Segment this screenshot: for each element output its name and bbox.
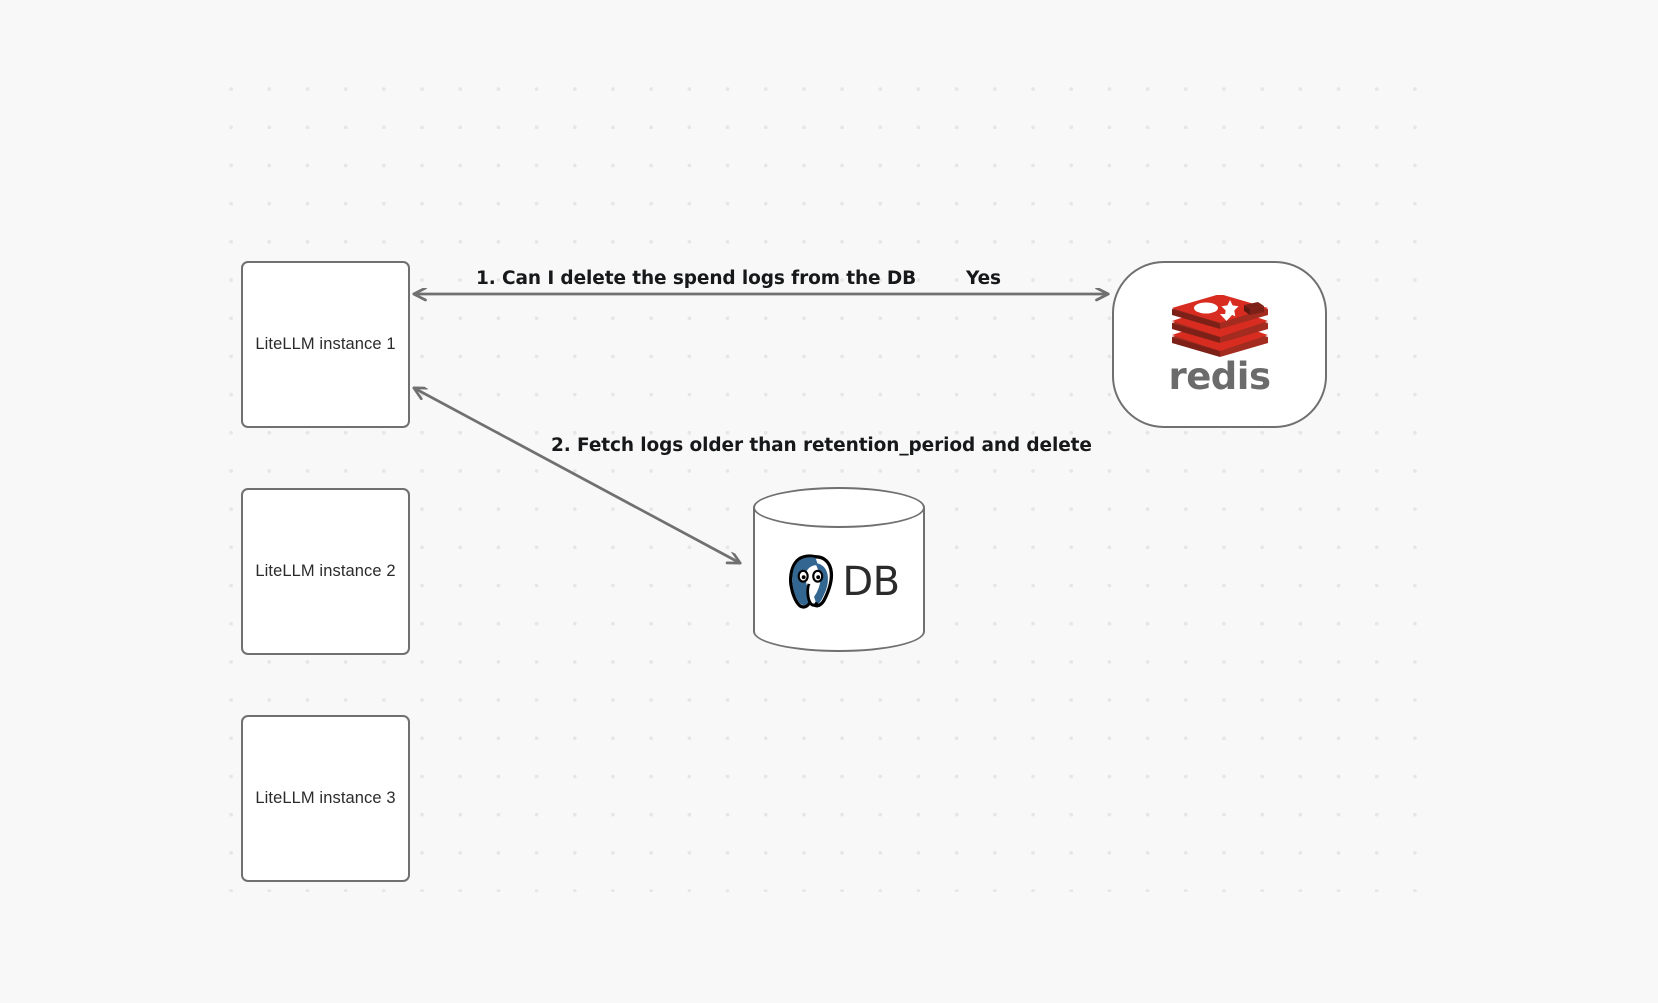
edge-label-fetch-delete: 2. Fetch logs older than retention_perio…	[551, 435, 1092, 456]
node-redis[interactable]: redis	[1112, 261, 1327, 428]
db-content: DB	[753, 539, 925, 625]
postgresql-elephant-icon	[789, 554, 834, 609]
node-litellm-instance-1[interactable]: LiteLLM instance 1	[241, 261, 410, 428]
node-litellm-instance-2[interactable]: LiteLLM instance 2	[241, 488, 410, 655]
node-label: LiteLLM instance 2	[255, 562, 396, 580]
edge-label-request: 1. Can I delete the spend logs from the …	[476, 268, 917, 289]
node-label: LiteLLM instance 3	[255, 789, 396, 807]
node-database[interactable]: DB	[753, 487, 925, 652]
redis-stack-icon	[1171, 294, 1268, 357]
node-label: LiteLLM instance 1	[255, 335, 396, 353]
redis-logo: redis	[1160, 294, 1280, 398]
node-litellm-instance-3[interactable]: LiteLLM instance 3	[241, 715, 410, 882]
cylinder-top	[753, 487, 925, 528]
db-label: DB	[842, 559, 900, 605]
edge-label-reply: Yes	[966, 268, 1001, 289]
redis-wordmark: redis	[1168, 354, 1271, 398]
edge-instance1-db	[414, 388, 740, 563]
